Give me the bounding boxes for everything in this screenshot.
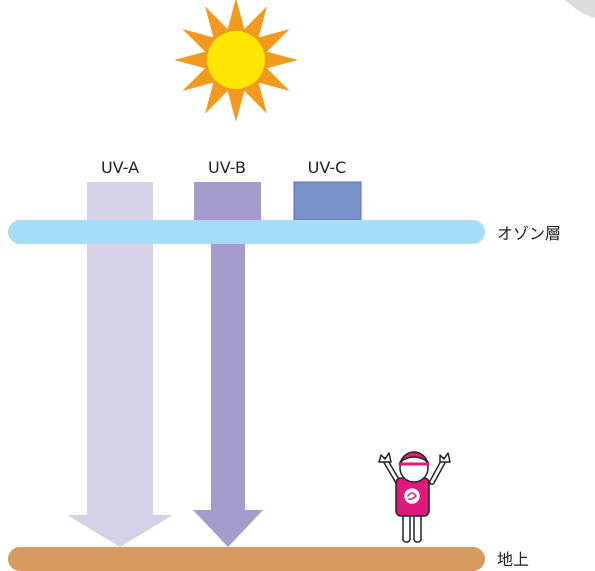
uv-c-block — [293, 181, 362, 221]
uv-a-label: UV-A — [101, 158, 139, 177]
uv-b-label: UV-B — [208, 158, 246, 177]
corner-decoration — [565, 0, 595, 18]
ozone-layer — [8, 220, 485, 244]
person-arms-raised-icon — [378, 451, 451, 543]
uv-c-label: UV-C — [308, 158, 347, 177]
uv-b-top-block — [194, 182, 261, 220]
uv-b-arrow — [193, 232, 263, 547]
ground-label: 地上 — [497, 550, 529, 569]
ozone-label: オゾン層 — [497, 224, 561, 243]
uv-a-arrow — [67, 182, 173, 547]
ground-layer — [8, 547, 485, 571]
sun-icon — [174, 0, 298, 122]
